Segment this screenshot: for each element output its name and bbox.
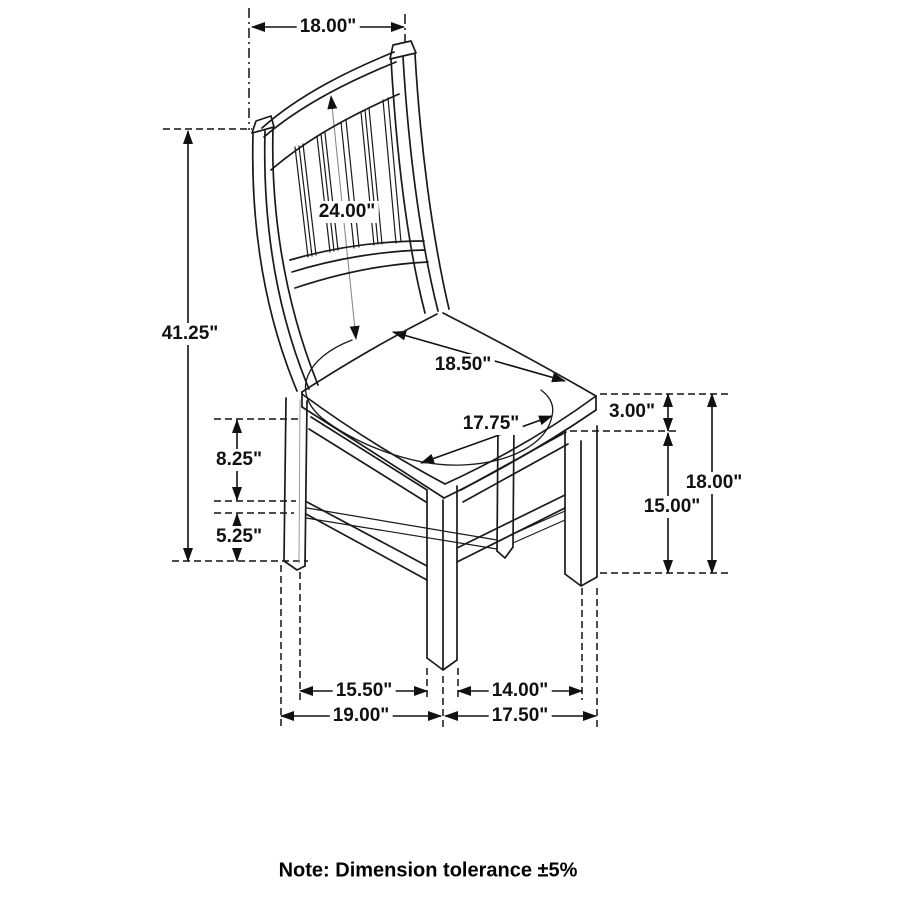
dim-label-base-width: 17.50" (488, 705, 552, 727)
dim-label-seat-width: 17.75" (459, 413, 523, 435)
dim-label-seat-thickness: 3.00" (606, 401, 658, 423)
dim-label-base-span-left: 15.50" (332, 680, 396, 702)
dim-label-seat-height: 18.00" (682, 472, 746, 494)
dim-label-seat-depth: 18.50" (431, 354, 495, 376)
dim-label-base-span-right: 14.00" (488, 680, 552, 702)
tolerance-note: Note: Dimension tolerance ±5% (278, 859, 578, 882)
chair-drawing (251, 40, 598, 671)
dim-label-back-height: 24.00" (315, 201, 379, 223)
dim-label-seat-to-stretcher: 8.25" (213, 449, 265, 471)
dim-label-total-height: 41.25" (158, 323, 222, 345)
dim-label-stretcher-to-floor: 5.25" (213, 526, 265, 548)
dim-line-seat-width (420, 415, 553, 464)
dim-label-back-width: 18.00" (296, 16, 360, 38)
dim-label-base-depth: 19.00" (329, 705, 393, 727)
dim-label-stretcher-height: 15.00" (640, 496, 704, 518)
